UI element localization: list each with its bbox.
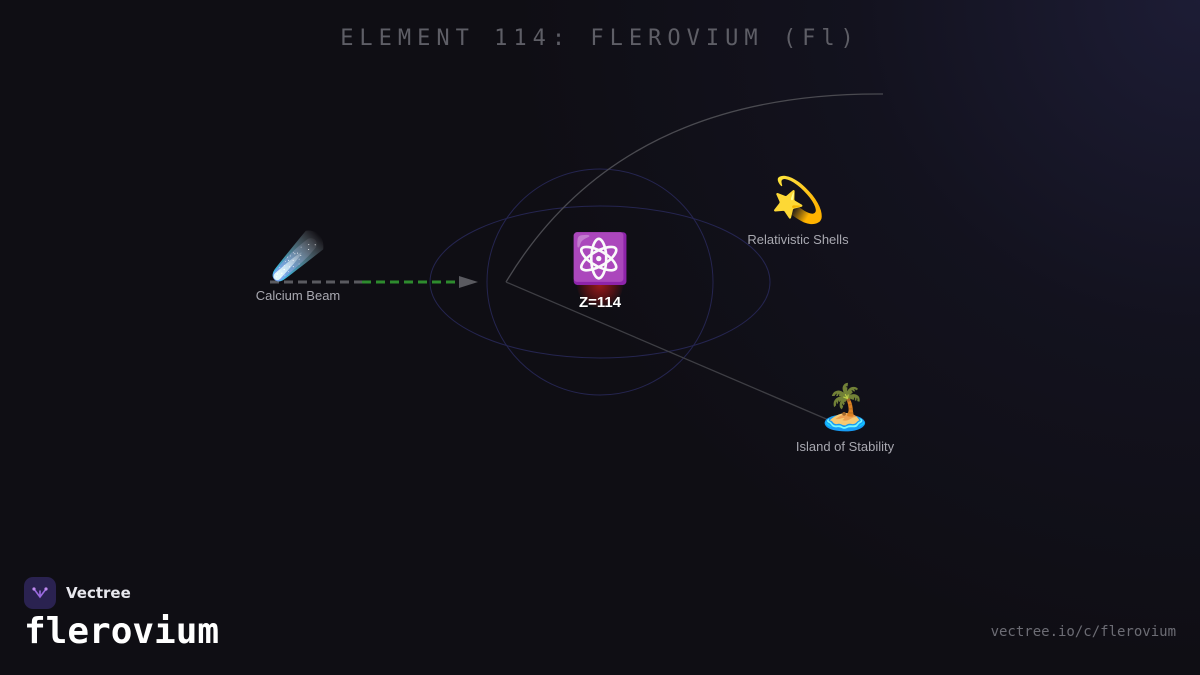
dizzy-star-icon: 💫 <box>770 176 826 225</box>
orbit-ellipse <box>429 205 771 359</box>
nucleus-label: Z=114 <box>578 294 622 311</box>
connector-to-island-of-stability <box>505 281 839 425</box>
topic-title: flerovium <box>24 611 220 652</box>
orbit-circle <box>486 168 714 396</box>
calcium-beam-label: Calcium Beam <box>255 288 341 303</box>
node-nucleus: ⚛️ Z=114 <box>550 232 650 311</box>
node-calcium-beam: ☄️ Calcium Beam <box>238 232 358 303</box>
vectree-logo-icon <box>24 577 56 609</box>
nucleus-glow <box>577 262 623 308</box>
page-title: ELEMENT 114: FLEROVIUM (Fl) <box>340 26 860 51</box>
beam-arrowhead <box>459 276 478 288</box>
brand-block: Vectree flerovium <box>24 577 219 652</box>
island-of-stability-label: Island of Stability <box>795 439 895 454</box>
connector-to-relativistic-shells <box>505 93 884 283</box>
atom-icon: ⚛️ <box>570 233 630 286</box>
course-url[interactable]: vectree.io/c/flerovium <box>990 624 1176 640</box>
node-island-of-stability: 🏝️ Island of Stability <box>775 383 915 454</box>
island-icon: 🏝️ <box>817 383 873 432</box>
comet-icon: ☄️ <box>270 232 326 281</box>
brand-name: Vectree <box>66 584 131 602</box>
node-relativistic-shells: 💫 Relativistic Shells <box>728 176 868 247</box>
relativistic-shells-label: Relativistic Shells <box>747 232 849 247</box>
